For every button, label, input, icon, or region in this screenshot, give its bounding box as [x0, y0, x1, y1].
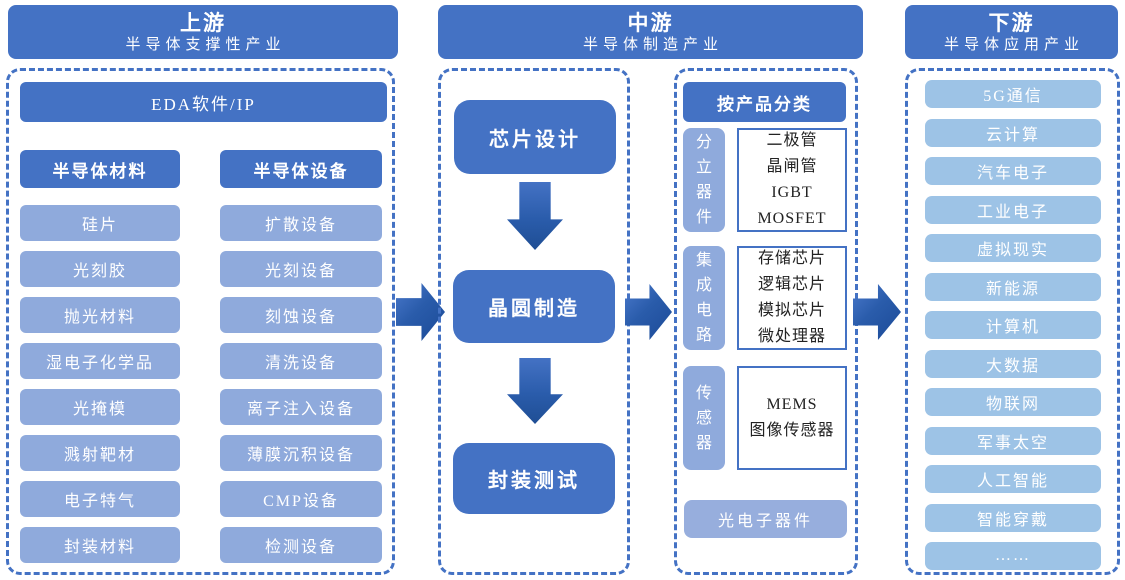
equipment-list: 扩散设备光刻设备刻蚀设备清洗设备离子注入设备薄膜沉积设备 CMP设备检测设备: [220, 205, 382, 563]
application-item: 工业电子: [925, 195, 1101, 224]
downstream-dashed-container: [905, 68, 1120, 575]
sensor-box: MEMS 图像传感器: [737, 366, 847, 470]
packaging-testing-box: 封装测试: [453, 443, 615, 514]
chip-design-box: 芯片设计: [454, 100, 616, 174]
wafer-fabrication-box: 晶圆制造: [453, 270, 615, 343]
application-item: 计算机: [925, 311, 1101, 339]
application-item: 新能源: [925, 272, 1101, 301]
product-line: 逻辑芯片: [757, 276, 826, 293]
application-item: 智能穿戴: [925, 503, 1101, 532]
materials-list: 硅片光刻胶抛光材料湿电子化学品光掩模溅射靶材电子特气封装材料: [20, 205, 180, 563]
equipment-item: 光刻设备: [220, 251, 382, 287]
arrow-right-icon: [625, 284, 672, 340]
integrated-circuit-label: 集成电路: [683, 246, 725, 350]
product-line: 存储芯片: [757, 250, 826, 267]
material-item: 硅片: [20, 205, 180, 241]
application-item: ……: [925, 542, 1101, 570]
downstream-header: 下游 半导体应用产业: [905, 5, 1118, 59]
equipment-item: 薄膜沉积设备: [220, 435, 382, 471]
eda-software-ip-box: EDA软件/IP: [20, 82, 387, 122]
application-item: 军事太空: [925, 426, 1101, 455]
application-item: 云计算: [925, 118, 1101, 147]
material-item: 封装材料: [20, 527, 180, 563]
midstream-header: 中游 半导体制造产业: [438, 5, 863, 59]
material-item: 抛光材料: [20, 297, 180, 333]
product-line: MOSFET: [757, 210, 827, 227]
product-line: 晶闸管: [766, 158, 818, 175]
downstream-subtitle: 半导体应用产业: [943, 36, 1084, 53]
discrete-devices-label: 分立器件: [683, 128, 725, 232]
application-item: 5G通信: [925, 80, 1101, 108]
upstream-header: 上游 半导体支撑性产业: [8, 5, 398, 59]
sensor-label: 传感器: [683, 366, 725, 470]
product-line: IGBT: [771, 184, 813, 201]
discrete-devices-box: 二极管晶闸管 IGBT MOSFET: [737, 128, 847, 232]
material-item: 光掩模: [20, 389, 180, 425]
application-item: 人工智能: [925, 465, 1101, 493]
equipment-column-header: 半导体设备: [220, 150, 382, 188]
upstream-dashed-container: [6, 68, 395, 575]
equipment-item: 刻蚀设备: [220, 297, 382, 333]
application-item: 虚拟现实: [925, 234, 1101, 262]
optoelectronics-box: 光电子器件: [684, 500, 847, 538]
product-line: 二极管: [766, 132, 818, 149]
application-item: 物联网: [925, 388, 1101, 416]
material-item: 电子特气: [20, 481, 180, 517]
product-line: MEMS: [766, 396, 818, 413]
applications-list: 5G通信云计算汽车电子工业电子虚拟现实新能源计算机大数据物联网军事太空人工智能智…: [925, 80, 1101, 570]
classification-header: 按产品分类: [683, 82, 846, 122]
midstream-subtitle: 半导体制造产业: [582, 36, 723, 53]
midstream-title: 中游: [627, 10, 674, 35]
equipment-item: 离子注入设备: [220, 389, 382, 425]
arrow-right-icon: [853, 284, 901, 340]
product-line: 图像传感器: [749, 422, 835, 439]
product-line: 模拟芯片: [757, 302, 826, 319]
application-item: 汽车电子: [925, 157, 1101, 185]
equipment-item: 扩散设备: [220, 205, 382, 241]
material-item: 湿电子化学品: [20, 343, 180, 379]
application-item: 大数据: [925, 349, 1101, 378]
material-item: 光刻胶: [20, 251, 180, 287]
materials-column-header: 半导体材料: [20, 150, 180, 188]
integrated-circuit-box: 存储芯片逻辑芯片模拟芯片微处理器: [737, 246, 847, 350]
upstream-subtitle: 半导体支撑性产业: [125, 36, 286, 53]
equipment-item: 清洗设备: [220, 343, 382, 379]
downstream-title: 下游: [988, 10, 1035, 35]
material-item: 溅射靶材: [20, 435, 180, 471]
upstream-title: 上游: [180, 10, 226, 35]
product-line: 微处理器: [757, 328, 826, 345]
equipment-item: CMP设备: [220, 481, 382, 517]
equipment-item: 检测设备: [220, 527, 382, 563]
